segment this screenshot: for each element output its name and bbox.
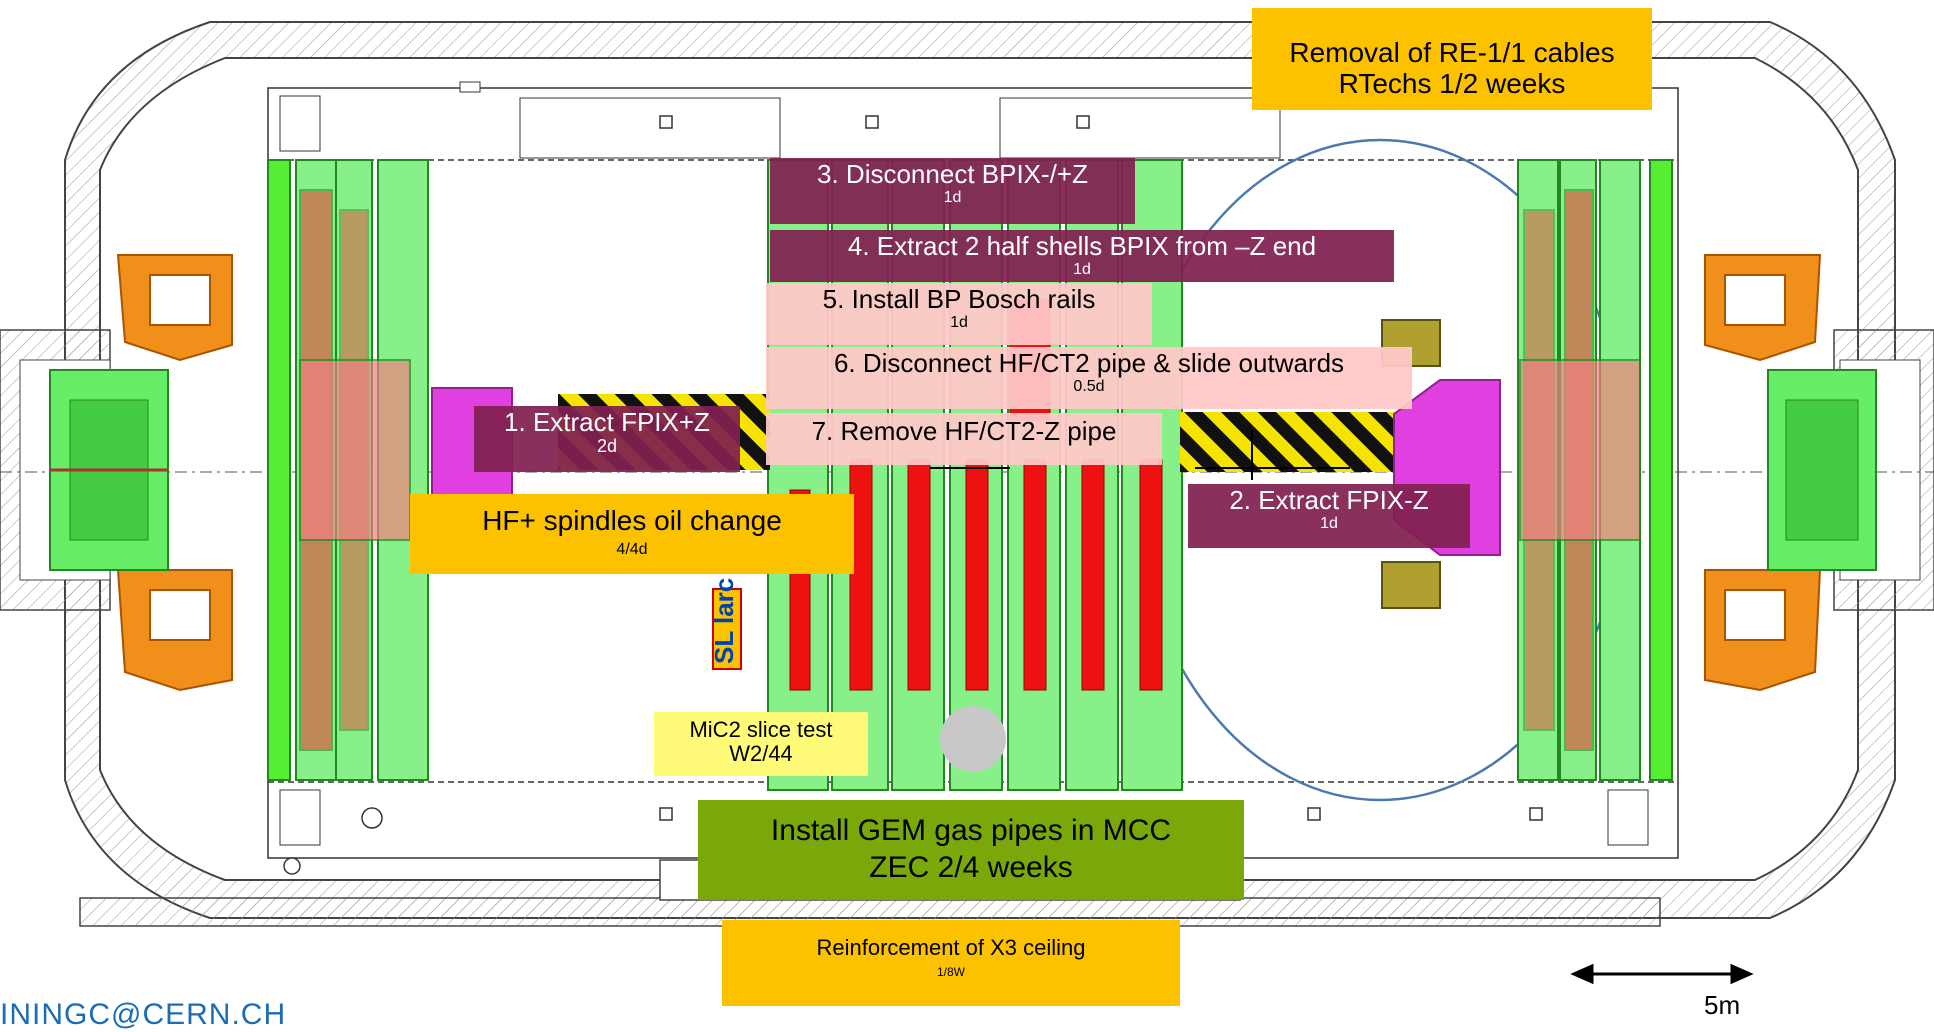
install-gem-pipes-line2: ZEC 2/4 weeks [869, 851, 1073, 884]
left-endcap-disks [267, 159, 429, 781]
install-bp-rails-label: 5. Install BP Bosch rails 1d [766, 283, 1152, 345]
shaft-circle [940, 706, 1006, 772]
reinforcement-x3-label: Reinforcement of X3 ceiling 1/8W [722, 920, 1180, 1006]
hf-spindles-duration: 4/4d [616, 540, 648, 558]
install-bp-rails-title: 5. Install BP Bosch rails [822, 284, 1096, 314]
disconnect-hf-pipe-duration: 0.5d [1073, 377, 1105, 395]
extract-fpix-plus-duration: 2d [596, 435, 618, 456]
cavern-drawing [0, 21, 1934, 985]
reinforcement-x3-duration: 1/8W [936, 965, 965, 980]
disconnect-bpix-duration: 1d [943, 188, 962, 206]
extract-fpix-minus-duration: 1d [1320, 514, 1338, 532]
disconnect-bpix-title: 3. Disconnect BPIX-/+Z [817, 159, 1088, 189]
hazard-zone-right [1180, 412, 1400, 472]
install-gem-pipes-label: Install GEM gas pipes in MCC ZEC 2/4 wee… [698, 800, 1244, 900]
extract-half-shells-duration: 1d [1073, 260, 1091, 278]
mic2-slice-test-line2: W2/44 [729, 741, 793, 767]
right-hf-unit [1767, 369, 1877, 571]
reinforcement-x3-title: Reinforcement of X3 ceiling [816, 935, 1086, 960]
remove-hf-pipe-title: 7. Remove HF/CT2-Z pipe [811, 416, 1117, 446]
install-bp-rails-duration: 1d [950, 313, 968, 331]
sl-vertical-text: SL larc [709, 577, 739, 664]
removal-re-cables-line1: Removal of RE-1/1 cables [1289, 37, 1615, 68]
mic2-slice-test-line1: MiC2 slice test [689, 717, 833, 742]
extract-fpix-plus-title: 1. Extract FPIX+Z [504, 407, 710, 437]
scale-arrow [1570, 963, 1754, 985]
disconnect-hf-pipe-label: 6. Disconnect HF/CT2 pipe & slide outwar… [766, 347, 1412, 409]
hf-spindles-label: HF+ spindles oil change 4/4d [410, 494, 854, 574]
right-endcap-disks [1517, 159, 1673, 781]
footer-email: ININGC@CERN.CH [0, 998, 287, 1031]
left-orange-supports [116, 254, 233, 692]
install-gem-pipes-line1: Install GEM gas pipes in MCC [770, 814, 1172, 847]
right-orange-supports [1704, 254, 1822, 692]
removal-re-cables-label: Removal of RE-1/1 cables RTechs 1/2 week… [1252, 8, 1652, 110]
extract-fpix-minus-label: 2. Extract FPIX-Z 1d [1188, 484, 1470, 548]
extract-half-shells-title: 4. Extract 2 half shells BPIX from –Z en… [847, 231, 1317, 261]
window-markers [283, 115, 1543, 875]
scale-label: 5m [1704, 990, 1741, 1020]
sl-vertical-tag: SL larc [709, 578, 742, 670]
extract-fpix-plus-label: 1. Extract FPIX+Z 2d [474, 406, 740, 472]
removal-re-cables-line2: RTechs 1/2 weeks [1338, 67, 1566, 99]
extract-half-shells-label: 4. Extract 2 half shells BPIX from –Z en… [770, 230, 1394, 282]
mic2-slice-test-label: MiC2 slice test W2/44 [654, 712, 868, 776]
left-hf-unit [49, 369, 169, 571]
extract-fpix-minus-title: 2. Extract FPIX-Z [1229, 485, 1429, 515]
hf-spindles-title: HF+ spindles oil change [482, 505, 782, 536]
remove-hf-pipe-label: 7. Remove HF/CT2-Z pipe [766, 413, 1162, 465]
disconnect-hf-pipe-title: 6. Disconnect HF/CT2 pipe & slide outwar… [833, 348, 1345, 378]
disconnect-bpix-label: 3. Disconnect BPIX-/+Z 1d [770, 158, 1135, 224]
